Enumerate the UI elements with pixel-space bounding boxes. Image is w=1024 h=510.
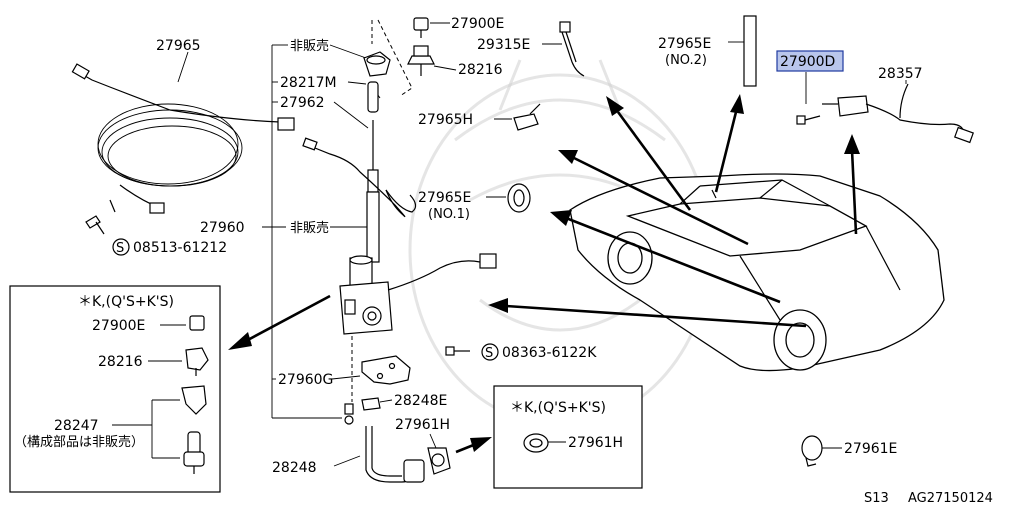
part-27961E[interactable] (801, 435, 823, 467)
callout-27965E-no1[interactable]: 27965E (418, 190, 471, 206)
arrow-to-29315E (606, 96, 692, 211)
cable-clip-29315E[interactable] (559, 21, 585, 77)
callout-28248E[interactable]: 28248E (394, 393, 447, 409)
callout-27965E-no1-sub: (NO.1) (428, 207, 470, 222)
callout-hihanbai-top[interactable]: 非販売 (290, 38, 329, 54)
leader-27962 (333, 101, 369, 129)
leader-27960G (331, 375, 361, 380)
callout-28216-top[interactable]: 28216 (458, 62, 503, 78)
callout-27962[interactable]: 27962 (280, 95, 325, 111)
cap-28217M[interactable] (363, 51, 391, 77)
left-inset-heading: ＊K,(Q'S+K'S) (78, 294, 174, 310)
callout-28357[interactable]: 28357 (878, 66, 923, 82)
callout-28217M[interactable]: 28217M (280, 75, 337, 91)
bracket-27960G[interactable] (361, 355, 411, 385)
leader-28248 (333, 455, 361, 467)
callout-27965E-no2[interactable]: 27965E (658, 36, 711, 52)
cable-28357[interactable] (822, 83, 974, 144)
antenna-mast[interactable] (366, 120, 380, 263)
small-bolt[interactable] (344, 403, 354, 425)
clip-27965H[interactable] (513, 103, 541, 131)
callout-08363-6122K[interactable]: 08363-6122K (502, 345, 597, 361)
callout-hihanbai-mid[interactable]: 非販売 (290, 220, 329, 236)
callout-27961E[interactable]: 27961E (844, 441, 897, 457)
extension-cable-28248[interactable] (365, 426, 451, 483)
callout-08513-61212[interactable]: 08513-61212 (133, 240, 227, 256)
footer-model-code: S13 (864, 491, 889, 506)
screw-08513[interactable] (85, 215, 105, 235)
bolt-08363[interactable] (445, 346, 470, 356)
callout-27960[interactable]: 27960 (200, 220, 245, 236)
callout-27900E-top[interactable]: 27900E (451, 16, 504, 32)
screw-symbol-icon-2 (481, 343, 499, 361)
leader-27961H (429, 433, 437, 449)
leader-27965 (177, 51, 189, 83)
arrow-to-left-inset (228, 294, 331, 350)
clip-28248E[interactable] (361, 397, 381, 411)
callout-27965[interactable]: 27965 (156, 38, 201, 54)
left-part-28247-lower[interactable] (183, 431, 205, 474)
highlight-27900D (776, 50, 844, 72)
callout-27960G[interactable]: 27960G (278, 372, 333, 388)
callout-29315E[interactable]: 29315E (477, 37, 530, 53)
motor-wire-harness[interactable] (387, 253, 497, 291)
antenna-motor[interactable] (339, 255, 393, 335)
grommet-27965E-no1[interactable] (507, 183, 531, 213)
part-27900E-top[interactable] (413, 17, 429, 38)
right-part-27961H[interactable] (523, 433, 549, 453)
strip-27965E-no2[interactable] (743, 15, 757, 87)
left-inset-note: （構成部品は非販売） (14, 434, 144, 450)
antenna-lead-wire[interactable] (302, 137, 417, 218)
antenna-cable-coil[interactable] (71, 63, 295, 214)
screw-symbol-letter-2: S (485, 346, 493, 361)
callout-27961H[interactable]: 27961H (395, 417, 450, 433)
leader-hihanbai-top (329, 44, 367, 59)
left-part-27900E[interactable] (189, 315, 205, 331)
mast-tip-28217M[interactable] (367, 81, 379, 113)
leader-28248E (379, 399, 393, 403)
group-bracket (262, 44, 342, 419)
left-callout-28247[interactable]: 28247 (54, 418, 99, 434)
right-callout-27961H[interactable]: 27961H (568, 435, 623, 451)
screw-symbol-icon (112, 238, 130, 256)
part-28216-top[interactable] (407, 45, 435, 76)
right-inset-heading: ＊K,(Q'S+K'S) (510, 400, 606, 416)
left-callout-27900E[interactable]: 27900E (92, 318, 145, 334)
arrow-to-motor (488, 298, 807, 328)
car-body-illustration (569, 173, 945, 372)
left-callout-28216[interactable]: 28216 (98, 354, 143, 370)
arrow-to-27965E-no2 (714, 94, 744, 193)
left-leader-28247 (112, 399, 180, 459)
leader-28217M (347, 81, 367, 85)
callout-28248[interactable]: 28248 (272, 460, 317, 476)
left-part-28216[interactable] (185, 347, 209, 376)
footer-diagram-id: AG27150124 (908, 491, 993, 506)
left-part-28247-upper[interactable] (181, 385, 207, 415)
leader-28216-top (433, 65, 457, 71)
callout-27900D[interactable]: 27900D (780, 54, 835, 70)
screw-symbol-letter: S (116, 241, 124, 256)
arrow-to-28357 (844, 134, 860, 235)
arrow-to-right-inset (455, 437, 492, 454)
callout-27965E-no2-sub: (NO.2) (665, 53, 707, 68)
screw-27900D[interactable] (796, 115, 821, 125)
callout-27965H[interactable]: 27965H (418, 112, 473, 128)
arrow-to-27965E-no1 (550, 210, 781, 304)
arrow-to-27965H (558, 150, 749, 246)
right-inset-box (493, 385, 643, 489)
